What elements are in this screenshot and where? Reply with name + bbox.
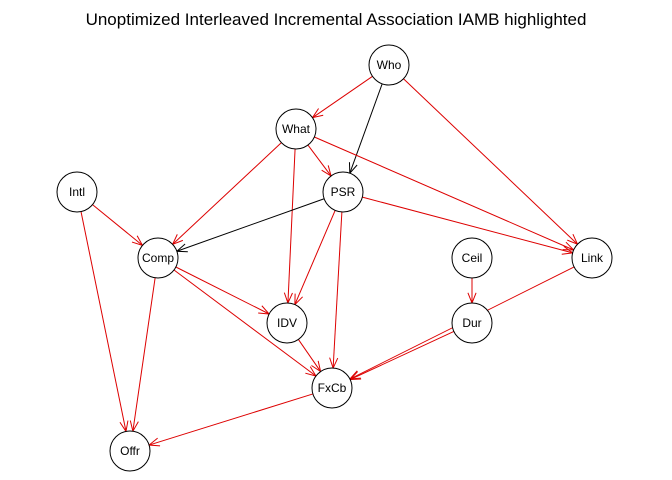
node-fxcb: FxCb [311, 367, 353, 409]
edge-what-comp [171, 142, 282, 246]
node-label-offr: Offr [120, 444, 140, 458]
edge-who-link [403, 78, 579, 246]
node-label-ceil: Ceil [462, 251, 483, 265]
node-label-psr: PSR [331, 185, 356, 199]
edge-intl-comp [92, 204, 144, 247]
node-dur: Dur [451, 302, 493, 344]
edge-fxcb-offr [147, 393, 314, 447]
node-what: What [275, 108, 317, 150]
edge-what-psr [307, 144, 332, 178]
node-label-idv: IDV [277, 316, 297, 330]
node-intl: Intl [56, 171, 98, 213]
node-idv: IDV [266, 302, 308, 344]
edge-psr-comp [175, 198, 325, 253]
edge-comp-idv [175, 266, 271, 315]
node-label-fxcb: FxCb [318, 381, 347, 395]
node-label-dur: Dur [462, 316, 481, 330]
edge-psr-fxcb [329, 211, 343, 370]
edge-idv-fxcb [297, 339, 322, 373]
diagram-title: Unoptimized Interleaved Incremental Asso… [85, 10, 587, 29]
node-offr: Offr [109, 430, 151, 472]
edge-intl-offr [80, 211, 129, 433]
node-comp: Comp [137, 237, 179, 279]
node-label-comp: Comp [142, 251, 174, 265]
edge-dur-fxcb [348, 330, 455, 381]
node-link: Link [571, 237, 613, 279]
edge-comp-offr [129, 277, 156, 433]
node-label-link: Link [581, 251, 604, 265]
node-ceil: Ceil [451, 237, 493, 279]
edge-psr-idv [294, 210, 336, 306]
edge-who-what [311, 75, 373, 119]
node-who: Who [368, 44, 410, 86]
edge-ceil-dur [467, 278, 477, 305]
node-label-intl: Intl [69, 185, 85, 199]
edge-what-idv [283, 148, 296, 305]
node-label-what: What [282, 122, 311, 136]
edges-layer [80, 75, 579, 447]
node-psr: PSR [322, 171, 364, 213]
node-label-who: Who [377, 58, 402, 72]
